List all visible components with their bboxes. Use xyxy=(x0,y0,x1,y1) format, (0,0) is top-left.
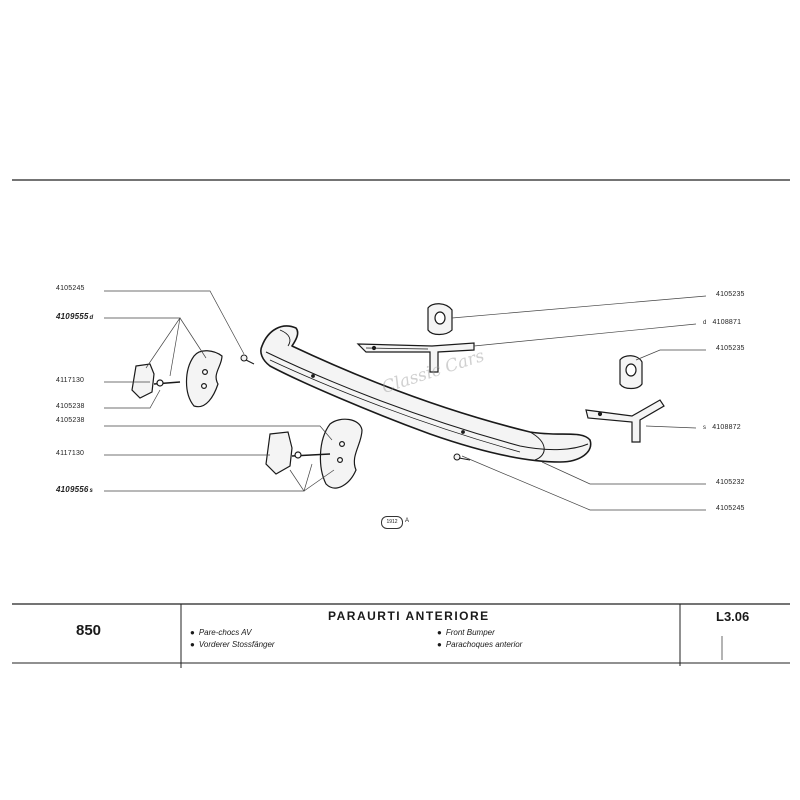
rubber-buffer-upper xyxy=(427,303,453,336)
part-label-rubber-pad-upper: 4105238 xyxy=(56,403,85,410)
bracket-right-lower xyxy=(585,399,665,443)
page-code: L3.06 xyxy=(716,609,750,624)
figure-reference-suffix: A xyxy=(405,518,410,524)
part-label-screw: 4105245 xyxy=(56,285,85,292)
rubber-buffer-lower xyxy=(619,355,643,390)
translation-spanish: ●Parachoques anterior xyxy=(437,640,523,649)
translation-french: ●Pare-chocs AV xyxy=(190,628,252,637)
section-title: PARAURTI ANTERIORE xyxy=(328,609,490,623)
translation-german: ●Vorderer Stossfänger xyxy=(190,640,275,649)
bracket-right-upper xyxy=(356,342,475,373)
leader-lines-right xyxy=(451,295,707,511)
figure-reference-badge: 1912 xyxy=(381,516,403,529)
part-label-overrider-left: 4109555d xyxy=(56,312,94,321)
part-label-bolt-upper: 4117130 xyxy=(56,377,85,384)
part-label-buffer-upper: 4105235 xyxy=(716,291,745,298)
screw-lower xyxy=(453,453,471,461)
overrider-upper xyxy=(131,350,223,408)
translation-english: ●Front Bumper xyxy=(437,628,495,637)
part-label-buffer-lower: 4105235 xyxy=(716,345,745,352)
leader-lines-left xyxy=(104,290,335,492)
part-label-bumper: 4105232 xyxy=(716,479,745,486)
part-label-rubber-pad-lower: 4105238 xyxy=(56,417,85,424)
model-number: 850 xyxy=(76,622,102,639)
part-label-screw-right: 4105245 xyxy=(716,505,745,512)
overrider-lower xyxy=(265,418,363,489)
part-label-bolt-lower: 4117130 xyxy=(56,450,85,457)
part-label-overrider-right: 4109556s xyxy=(56,485,94,494)
front-bumper xyxy=(260,325,592,463)
screw-upper xyxy=(240,354,255,365)
